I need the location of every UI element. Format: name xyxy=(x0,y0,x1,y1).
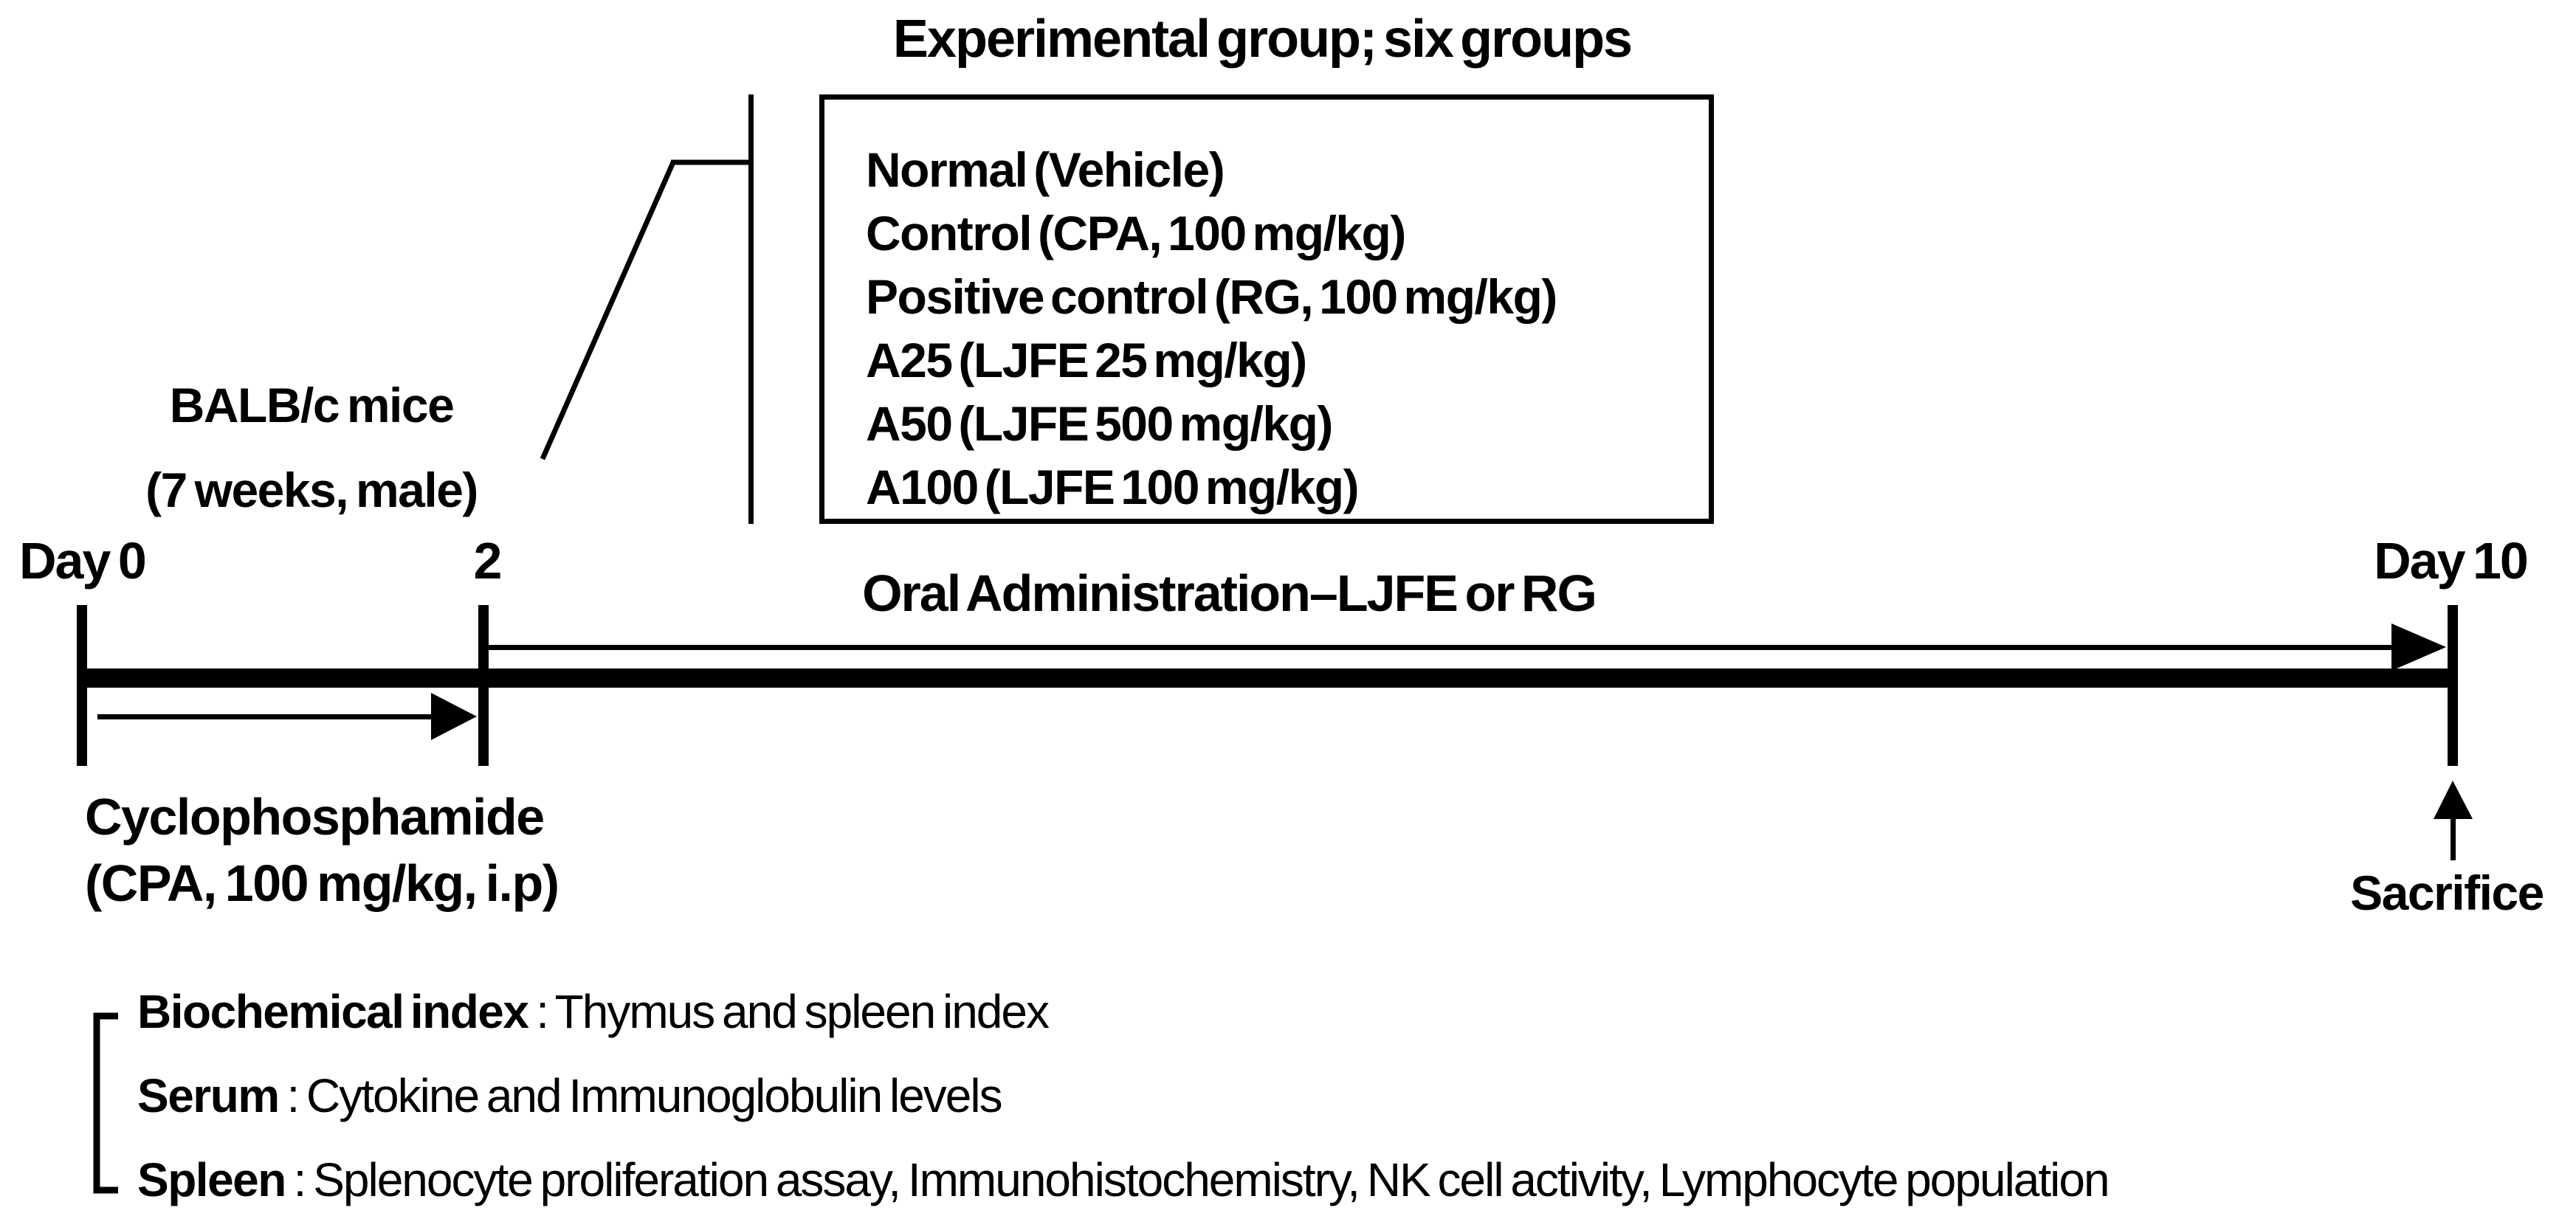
subject-strain: BALB/c mice xyxy=(169,378,455,432)
group-item-a50: A50 (LJFE 500 mg/kg) xyxy=(866,396,1333,451)
endpoints-bracket xyxy=(93,1012,118,1194)
cpa-arrowhead-icon xyxy=(431,693,477,740)
endpoint-separator: : xyxy=(528,985,555,1038)
sacrifice-arrowhead-icon xyxy=(2434,781,2473,819)
endpoint-separator: : xyxy=(278,1069,307,1122)
group-connector-vertical-line xyxy=(748,94,754,524)
experimental-groups-box: Normal (Vehicle) Control (CPA, 100 mg/kg… xyxy=(819,94,1714,524)
endpoint-serum: Serum : Cytokine and Immunoglobulin leve… xyxy=(137,1068,1003,1123)
endpoint-description: Thymus and spleen index xyxy=(554,985,1050,1038)
cpa-label-line1: Cyclophosphamide xyxy=(85,788,545,846)
timeline-day0-label: Day 0 xyxy=(19,532,147,590)
endpoint-description: Cytokine and Immunoglobulin levels xyxy=(306,1069,1003,1122)
cpa-label-line2: (CPA, 100 mg/kg, i.p) xyxy=(85,854,559,912)
subject-label: BALB/c mice (7 weeks, male) xyxy=(89,363,534,533)
subject-age-sex: (7 weeks, male) xyxy=(145,463,478,517)
sacrifice-label: Sacrifice xyxy=(2350,866,2544,920)
endpoint-separator: : xyxy=(285,1153,314,1206)
group-item-a25: A25 (LJFE 25 mg/kg) xyxy=(866,333,1307,387)
endpoint-biochemical-index: Biochemical index : Thymus and spleen in… xyxy=(137,984,1050,1039)
group-item-normal: Normal (Vehicle) xyxy=(866,142,1225,197)
oral-administration-arrowhead-icon xyxy=(2391,623,2446,671)
oral-administration-label: Oral Administration–LJFE or RG xyxy=(862,564,1597,622)
timeline-day10-label: Day 10 xyxy=(2374,532,2529,590)
page-title: Experimental group; six groups xyxy=(892,10,1633,69)
sacrifice-arrow-line xyxy=(2451,818,2456,860)
group-connector-diagonal-line xyxy=(540,161,676,460)
timeline-bar xyxy=(77,668,2458,688)
cpa-arrow-line xyxy=(97,714,431,719)
endpoint-category: Biochemical index xyxy=(137,985,529,1038)
oral-administration-arrow-line xyxy=(489,645,2391,650)
group-item-positive-control: Positive control (RG, 100 mg/kg) xyxy=(866,269,1557,324)
endpoint-spleen: Spleen : Splenocyte proliferation assay,… xyxy=(137,1153,2110,1207)
group-item-control: Control (CPA, 100 mg/kg) xyxy=(866,206,1406,260)
endpoint-description: Splenocyte proliferation assay, Immunohi… xyxy=(313,1153,2110,1206)
timeline-day2-label: 2 xyxy=(473,532,503,590)
cpa-injection-label: Cyclophosphamide (CPA, 100 mg/kg, i.p) xyxy=(85,784,559,916)
endpoint-category: Spleen xyxy=(137,1153,286,1206)
endpoint-category: Serum xyxy=(137,1069,280,1122)
group-item-a100: A100 (LJFE 100 mg/kg) xyxy=(866,460,1360,514)
